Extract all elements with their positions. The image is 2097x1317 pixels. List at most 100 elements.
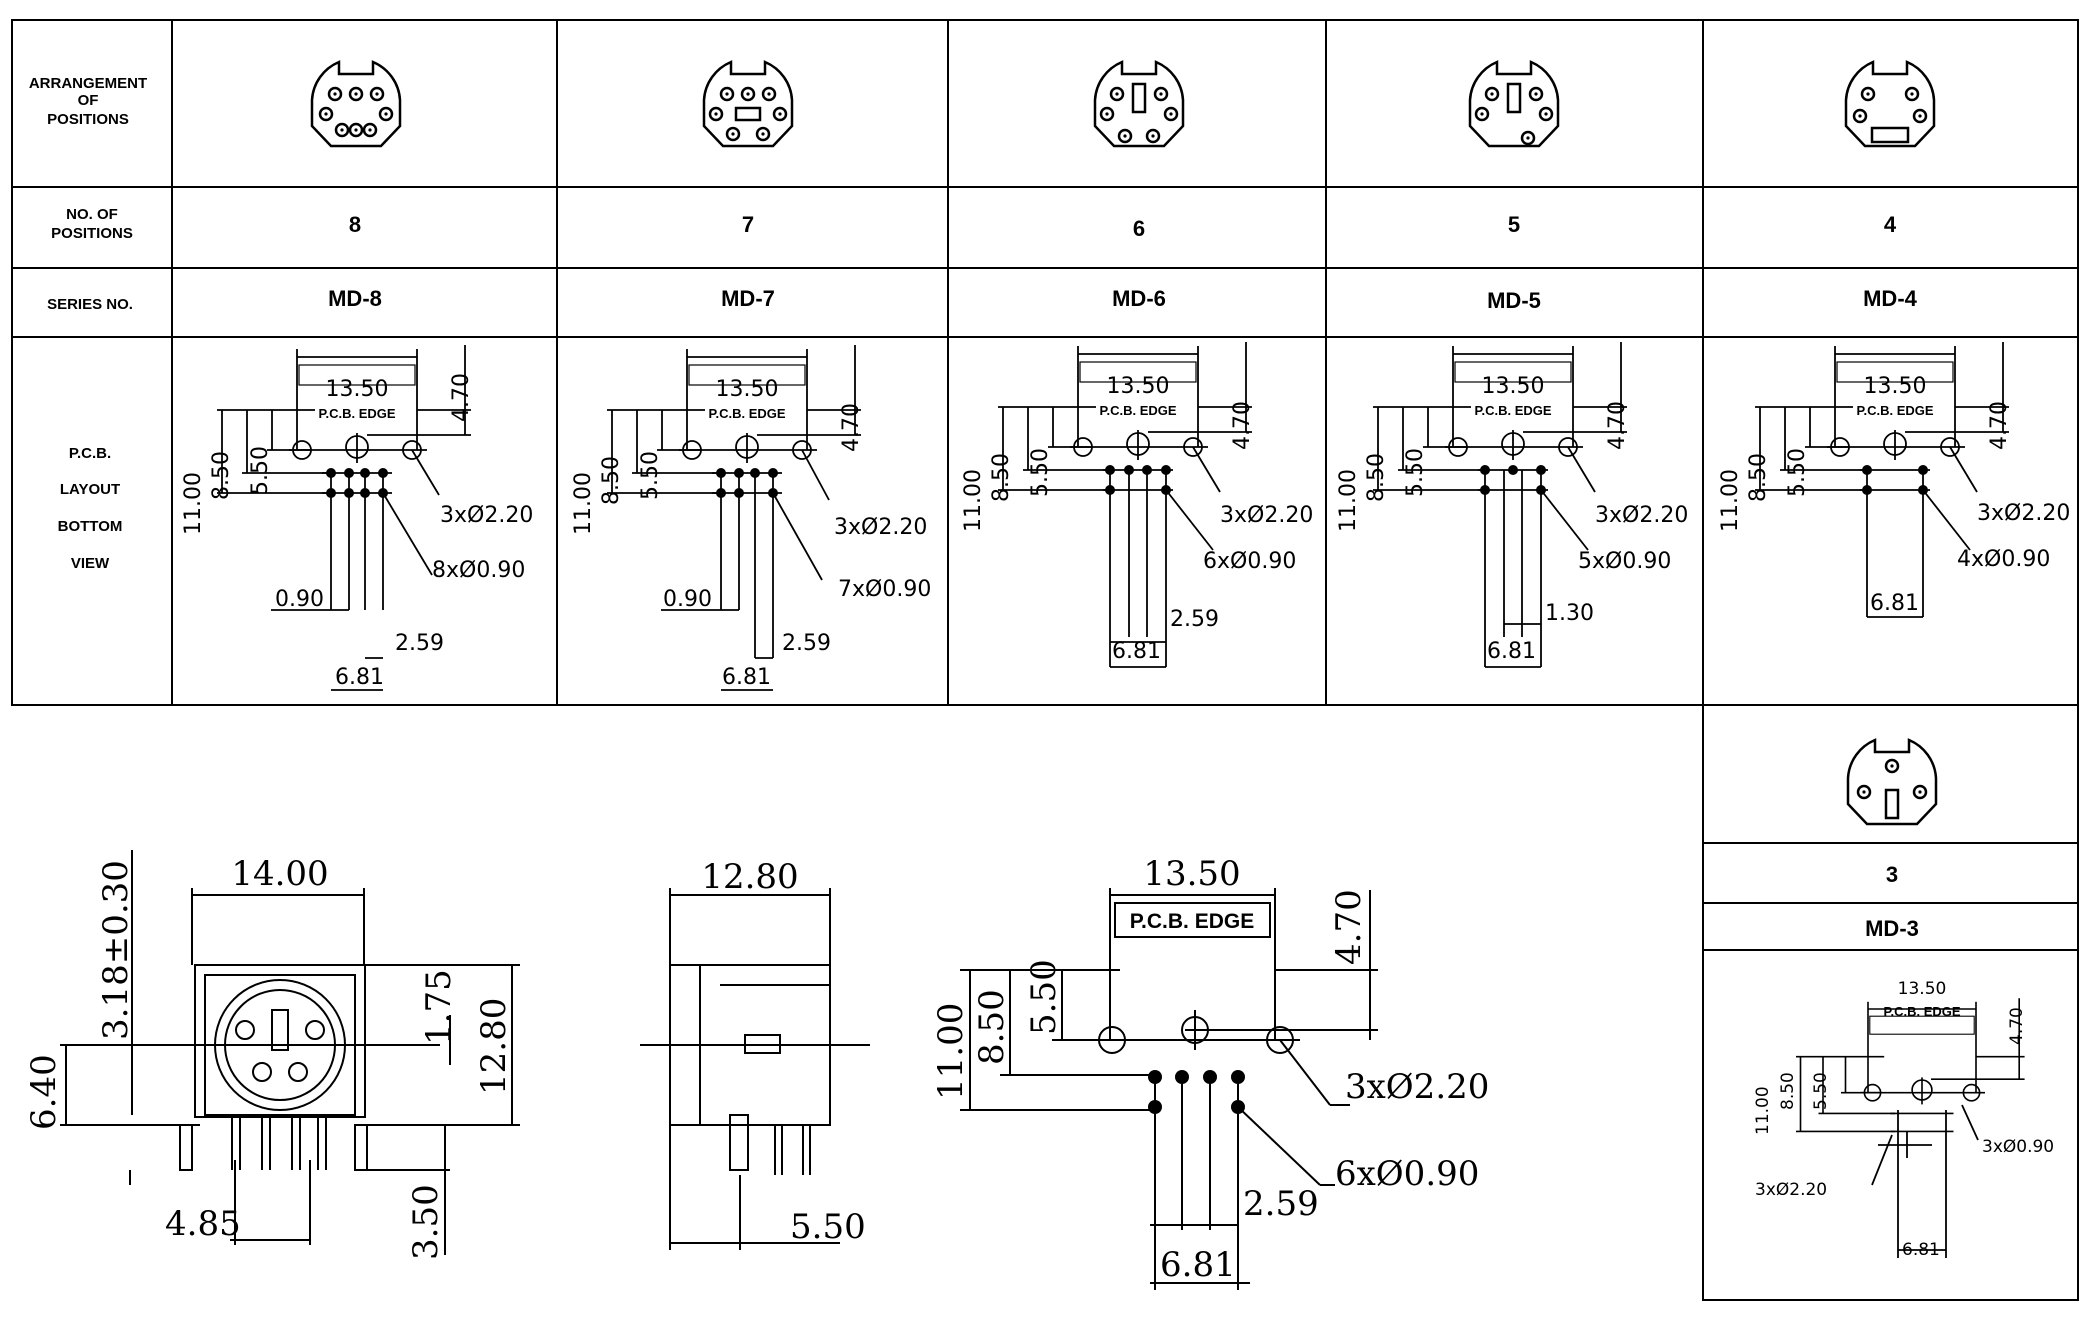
md7-v1: 11.00 bbox=[571, 472, 596, 535]
md6-v1: 11.00 bbox=[961, 469, 986, 532]
md7-pins: 7xØ0.90 bbox=[838, 577, 931, 602]
pcb-label-2: LAYOUT bbox=[60, 481, 120, 498]
arrangement-label-3: POSITIONS bbox=[47, 111, 129, 128]
positions-label-1: NO. OF bbox=[66, 206, 118, 223]
md5-pins: 5xØ0.90 bbox=[1578, 549, 1671, 574]
md6-v3: 5.50 bbox=[1028, 448, 1053, 497]
md6-d3: 6.81 bbox=[1112, 639, 1161, 664]
md3-v3: 5.50 bbox=[1811, 1072, 1831, 1110]
pcb-layout-md8 bbox=[216, 344, 472, 691]
series-value-md6: MD-6 bbox=[1112, 286, 1166, 311]
md7-d3: 6.81 bbox=[722, 665, 771, 690]
md8-d3: 6.81 bbox=[335, 665, 384, 690]
md6-h1: 4.70 bbox=[1230, 401, 1255, 450]
md6-v2: 8.50 bbox=[989, 453, 1014, 502]
series-value-md8: MD-8 bbox=[328, 286, 382, 311]
md4-v3: 5.50 bbox=[1785, 448, 1810, 497]
pcb-label-3: BOTTOM bbox=[58, 518, 123, 535]
large-mount: 3xØ2.20 bbox=[1345, 1067, 1489, 1107]
positions-value-md5: 5 bbox=[1508, 212, 1520, 237]
large-width: 13.50 bbox=[1143, 854, 1240, 894]
md5-v1: 11.00 bbox=[1336, 469, 1361, 532]
md6-d2: 2.59 bbox=[1170, 607, 1219, 632]
md4-width: 13.50 bbox=[1864, 374, 1927, 399]
md8-h1: 4.70 bbox=[449, 373, 474, 422]
front-bottom: 3.50 bbox=[406, 1184, 446, 1260]
md3-pins: 3xØ0.90 bbox=[1982, 1137, 2054, 1157]
pcb-label-1: P.C.B. bbox=[69, 445, 111, 462]
md8-width: 13.50 bbox=[326, 377, 389, 402]
md7-h1: 4.70 bbox=[839, 403, 864, 452]
md8-v2: 8.50 bbox=[209, 451, 234, 500]
md5-edge: P.C.B. EDGE bbox=[1474, 403, 1551, 418]
positions-label-2: POSITIONS bbox=[51, 225, 133, 242]
large-pins: 6xØ0.90 bbox=[1335, 1154, 1479, 1194]
md6-edge: P.C.B. EDGE bbox=[1099, 403, 1176, 418]
md4-pins: 4xØ0.90 bbox=[1957, 547, 2050, 572]
md8-mount: 3xØ2.20 bbox=[440, 503, 533, 528]
pcb-layout-md7 bbox=[606, 344, 862, 691]
md6-mount: 3xØ2.20 bbox=[1220, 503, 1313, 528]
md8-v1: 11.00 bbox=[181, 472, 206, 535]
front-r1: 1.75 bbox=[419, 969, 459, 1045]
large-v1: 11.00 bbox=[931, 1003, 971, 1100]
series-value-md4: MD-4 bbox=[1863, 286, 1918, 311]
series-label: SERIES NO. bbox=[47, 296, 133, 313]
face-md7 bbox=[702, 60, 794, 148]
md7-edge: P.C.B. EDGE bbox=[708, 406, 785, 421]
pcb-layout-md3 bbox=[1795, 997, 2026, 1258]
large-edge: P.C.B. EDGE bbox=[1130, 910, 1254, 933]
positions-value-md7: 7 bbox=[742, 212, 754, 237]
face-md5 bbox=[1468, 60, 1560, 148]
md3-width: 13.50 bbox=[1898, 979, 1947, 999]
front-pin: 4.85 bbox=[165, 1204, 241, 1244]
arrangement-label-2: OF bbox=[78, 92, 99, 109]
series-value-md3: MD-3 bbox=[1865, 916, 1919, 941]
md7-d2: 2.59 bbox=[782, 631, 831, 656]
front-r2: 12.80 bbox=[474, 998, 514, 1095]
md8-d1: 0.90 bbox=[275, 587, 324, 612]
md3-v2: 8.50 bbox=[1778, 1072, 1798, 1110]
arrangement-label-1: ARRANGEMENT bbox=[29, 75, 147, 92]
spec-table-grid bbox=[11, 19, 2079, 1301]
front-view-drawing bbox=[60, 850, 520, 1255]
md8-d2: 2.59 bbox=[395, 631, 444, 656]
md7-v2: 8.50 bbox=[599, 456, 624, 505]
front-top: 3.18±0.30 bbox=[96, 860, 136, 1040]
series-value-md5: MD-5 bbox=[1487, 288, 1541, 313]
md7-d1: 0.90 bbox=[663, 587, 712, 612]
large-h1: 4.70 bbox=[1329, 889, 1369, 965]
md3-d3: 6.81 bbox=[1902, 1240, 1940, 1260]
md4-d3: 6.81 bbox=[1870, 591, 1919, 616]
pcb-layout-md4 bbox=[1754, 341, 2010, 618]
md5-width: 13.50 bbox=[1482, 374, 1545, 399]
face-md4 bbox=[1844, 60, 1936, 148]
md8-pins: 8xØ0.90 bbox=[432, 558, 525, 583]
pcb-label-4: VIEW bbox=[71, 555, 110, 572]
positions-value-md4: 4 bbox=[1884, 212, 1897, 237]
md4-h1: 4.70 bbox=[1987, 401, 2012, 450]
front-width: 14.00 bbox=[231, 854, 328, 894]
md4-v2: 8.50 bbox=[1746, 453, 1771, 502]
side-view-drawing bbox=[640, 888, 870, 1250]
md7-width: 13.50 bbox=[716, 377, 779, 402]
side-pin: 5.50 bbox=[790, 1207, 866, 1247]
positions-value-md3: 3 bbox=[1886, 862, 1898, 887]
md5-h1: 4.70 bbox=[1605, 401, 1630, 450]
md3-v1: 11.00 bbox=[1753, 1086, 1773, 1135]
large-pcb-layout bbox=[960, 888, 1378, 1290]
md3-h1: 4.70 bbox=[2007, 1007, 2027, 1045]
large-v3: 5.50 bbox=[1024, 959, 1064, 1035]
md7-v3: 5.50 bbox=[638, 451, 663, 500]
md4-mount: 3xØ2.20 bbox=[1977, 501, 2070, 526]
front-left: 6.40 bbox=[24, 1054, 64, 1130]
md7-mount: 3xØ2.20 bbox=[834, 515, 927, 540]
face-md3 bbox=[1846, 738, 1938, 826]
pcb-layout-md6 bbox=[997, 341, 1253, 668]
md5-d2: 1.30 bbox=[1545, 601, 1594, 626]
face-md8 bbox=[310, 60, 402, 148]
face-md6 bbox=[1093, 60, 1185, 148]
large-d2: 2.59 bbox=[1243, 1184, 1319, 1224]
series-value-md7: MD-7 bbox=[721, 286, 775, 311]
